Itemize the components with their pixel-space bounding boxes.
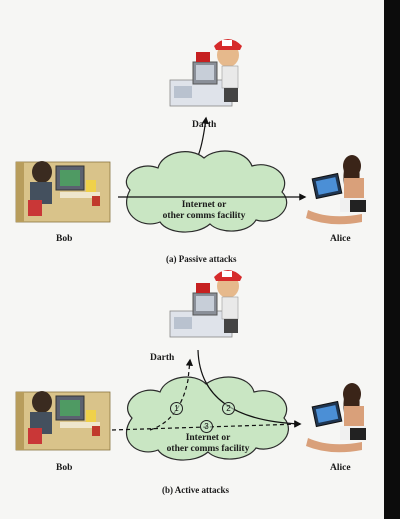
bob-figure-passive [15, 161, 111, 223]
marker-1: 1 [170, 402, 183, 415]
cloud-passive [125, 150, 288, 233]
cloud-line2-passive: other comms facility [162, 211, 246, 221]
bob-figure-active [15, 391, 111, 451]
darth-label-passive: Darth [192, 120, 217, 130]
bob-label-passive: Bob [56, 234, 73, 244]
cloud-label-passive: Internet or other comms facility [134, 200, 274, 222]
darth-label-active: Darth [150, 353, 175, 363]
alice-label-passive: Alice [330, 234, 351, 244]
bob-label-active: Bob [56, 463, 73, 473]
alice-figure-passive [306, 155, 366, 225]
darth-figure-passive [169, 39, 242, 107]
marker-2: 2 [222, 402, 235, 415]
marker-3: 3 [200, 420, 213, 433]
cloud-line1-passive: Internet or [181, 200, 227, 210]
cloud-label-active: Internet or other comms facility [138, 433, 278, 455]
right-black-margin [384, 0, 400, 519]
diagram-canvas: Darth Bob Alice Internet or other comms … [0, 0, 384, 519]
alice-figure-active [306, 383, 366, 453]
diagram-graphics [15, 39, 366, 461]
alice-label-active: Alice [330, 463, 351, 473]
darth-figure-active [169, 270, 242, 338]
caption-active: (b) Active attacks [162, 485, 229, 495]
cloud-line1-active: Internet or [185, 433, 231, 443]
bob-to-darth-dashed-path [149, 358, 194, 431]
cloud-active [125, 376, 290, 461]
caption-passive: (a) Passive attacks [166, 254, 237, 264]
cloud-line2-active: other comms facility [166, 444, 250, 454]
